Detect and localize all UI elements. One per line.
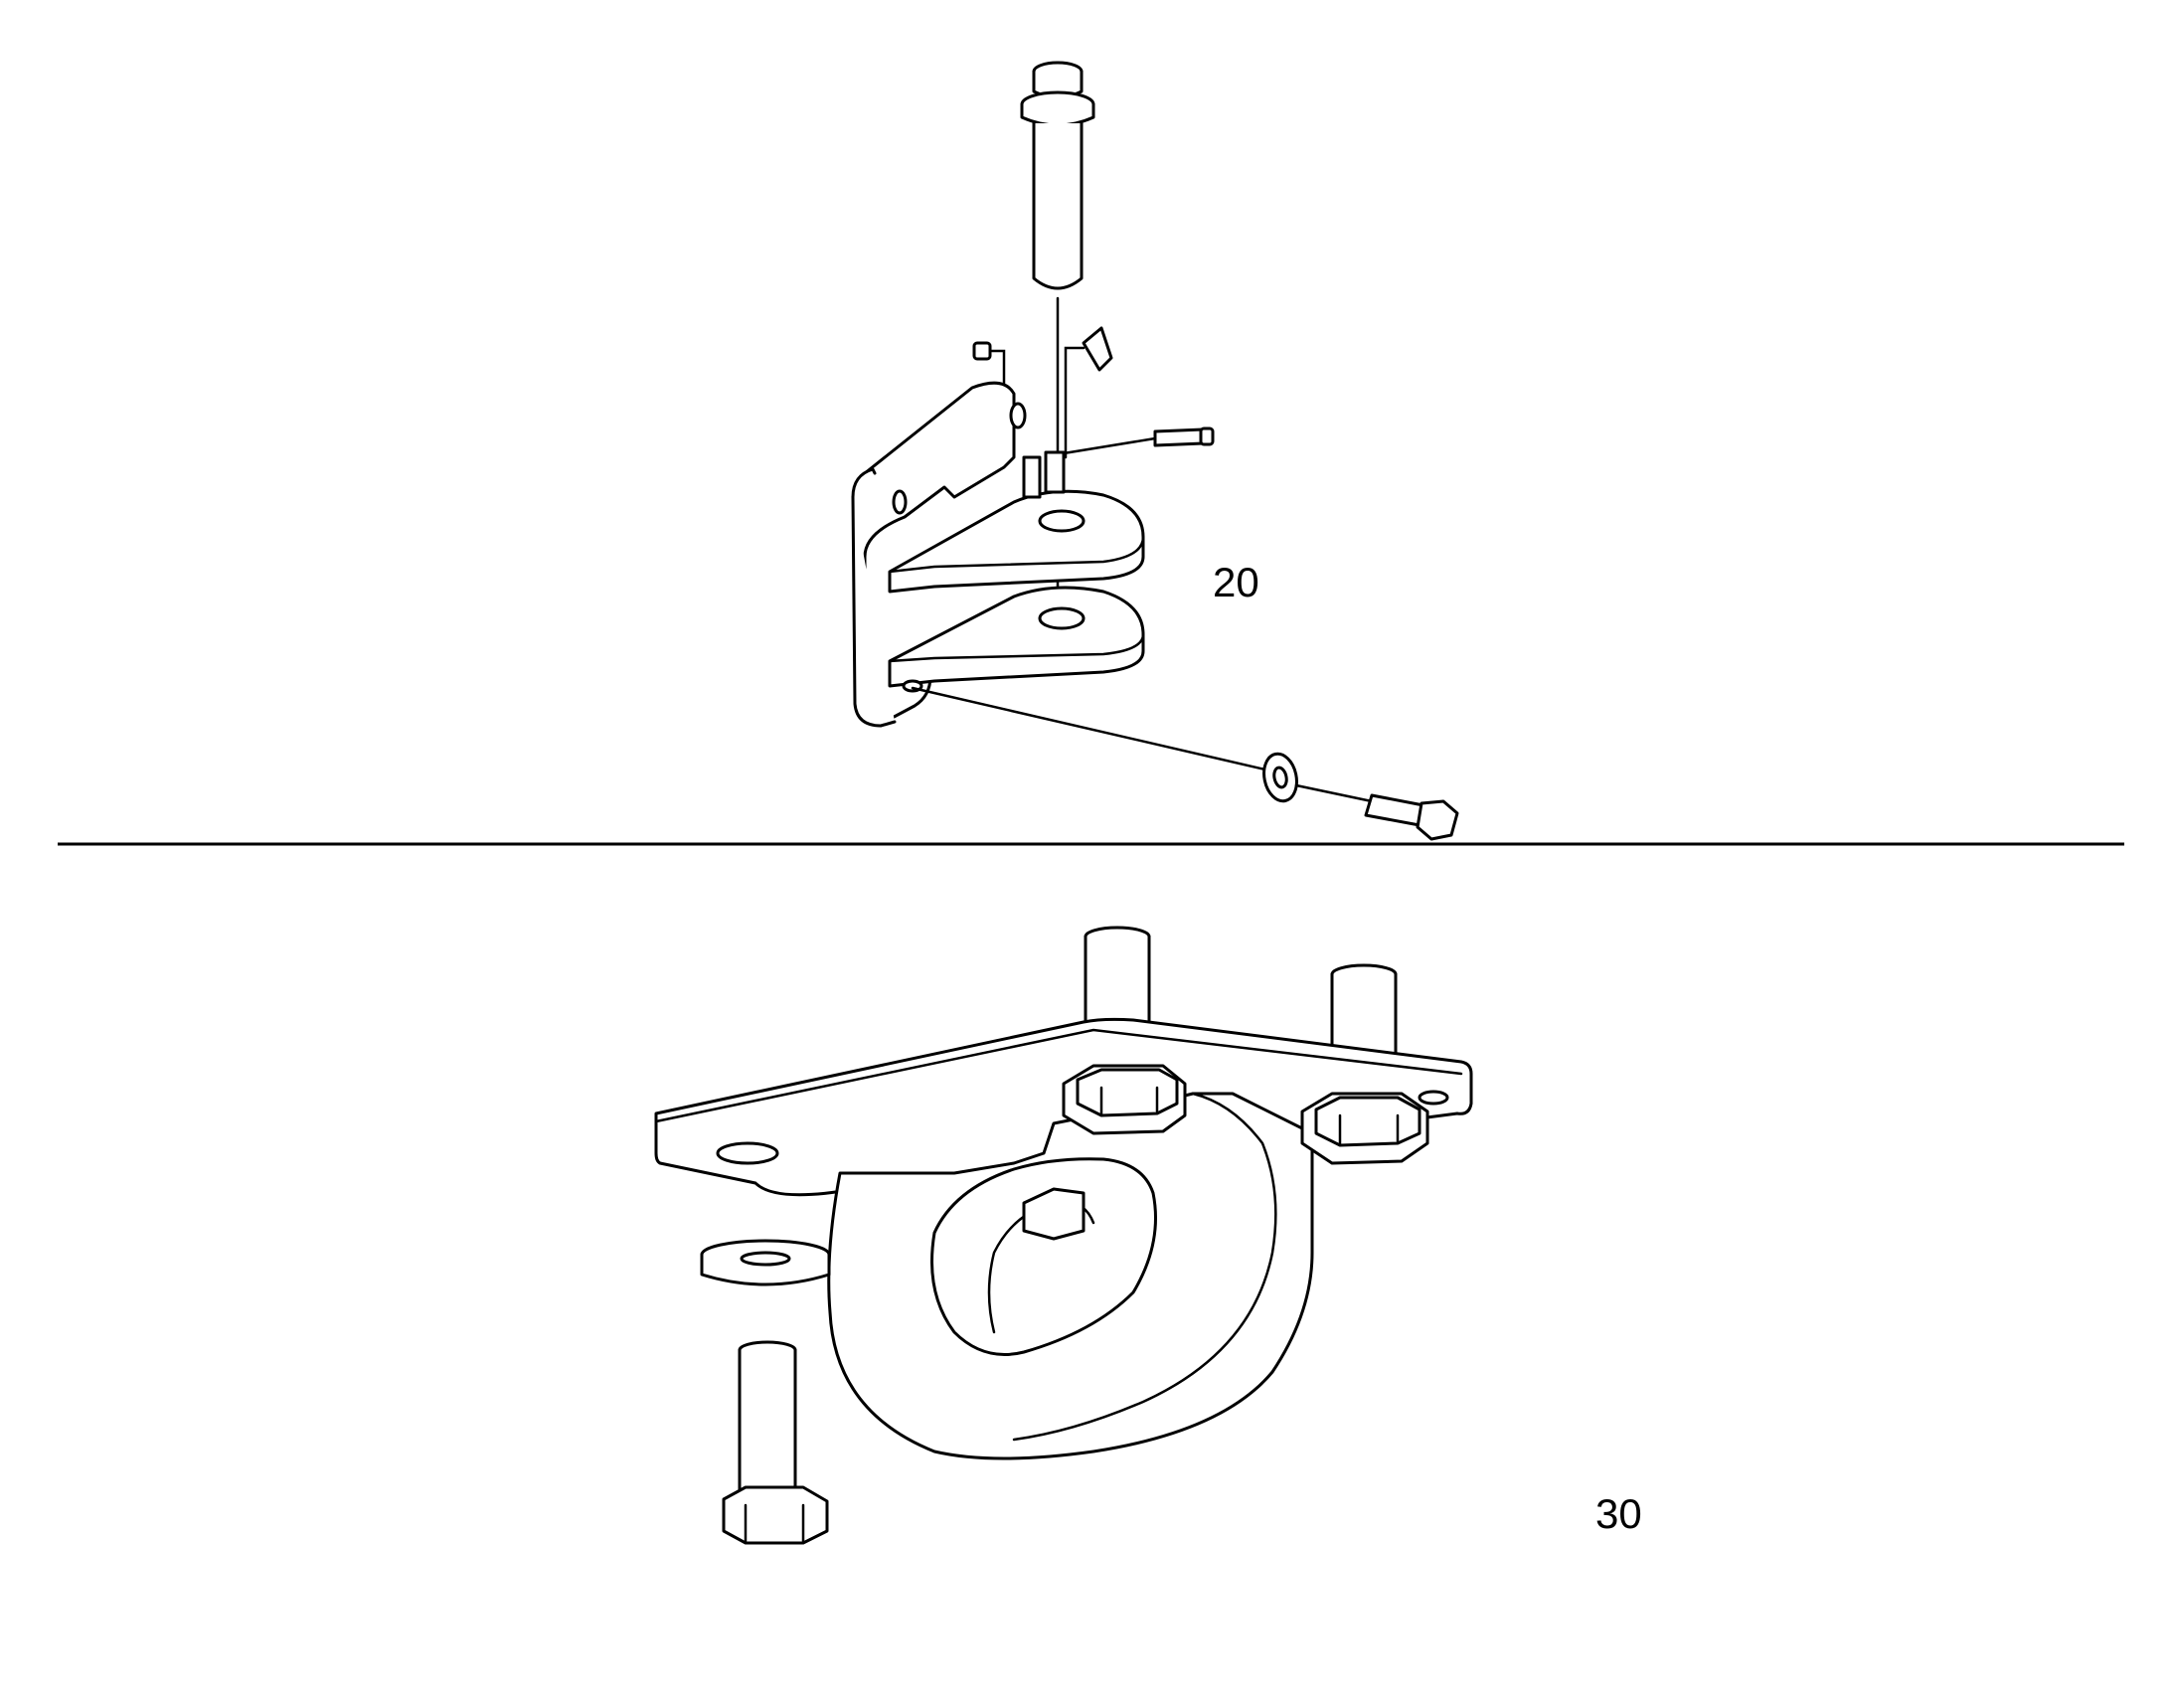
hex-nut-left: [1062, 1064, 1187, 1135]
coupling-bracket: [851, 381, 1145, 728]
assembly-30-drawing: [654, 926, 1473, 1545]
small-bolt: [1062, 427, 1215, 455]
stud-left: [1084, 926, 1151, 1036]
inner-nut: [1022, 1187, 1086, 1241]
flat-washer: [700, 1239, 831, 1286]
callout-30: 30: [1595, 1490, 1642, 1537]
towing-eye: [827, 1092, 1314, 1460]
hitch-pin: [1020, 61, 1095, 658]
hex-nut-right: [1300, 1092, 1429, 1165]
spring-clip: [1064, 326, 1113, 459]
bolt-with-washer: [911, 686, 1459, 841]
assembly-20-drawing: [851, 61, 1459, 841]
hex-bolt: [722, 1340, 829, 1545]
callout-20: 20: [1213, 559, 1259, 605]
